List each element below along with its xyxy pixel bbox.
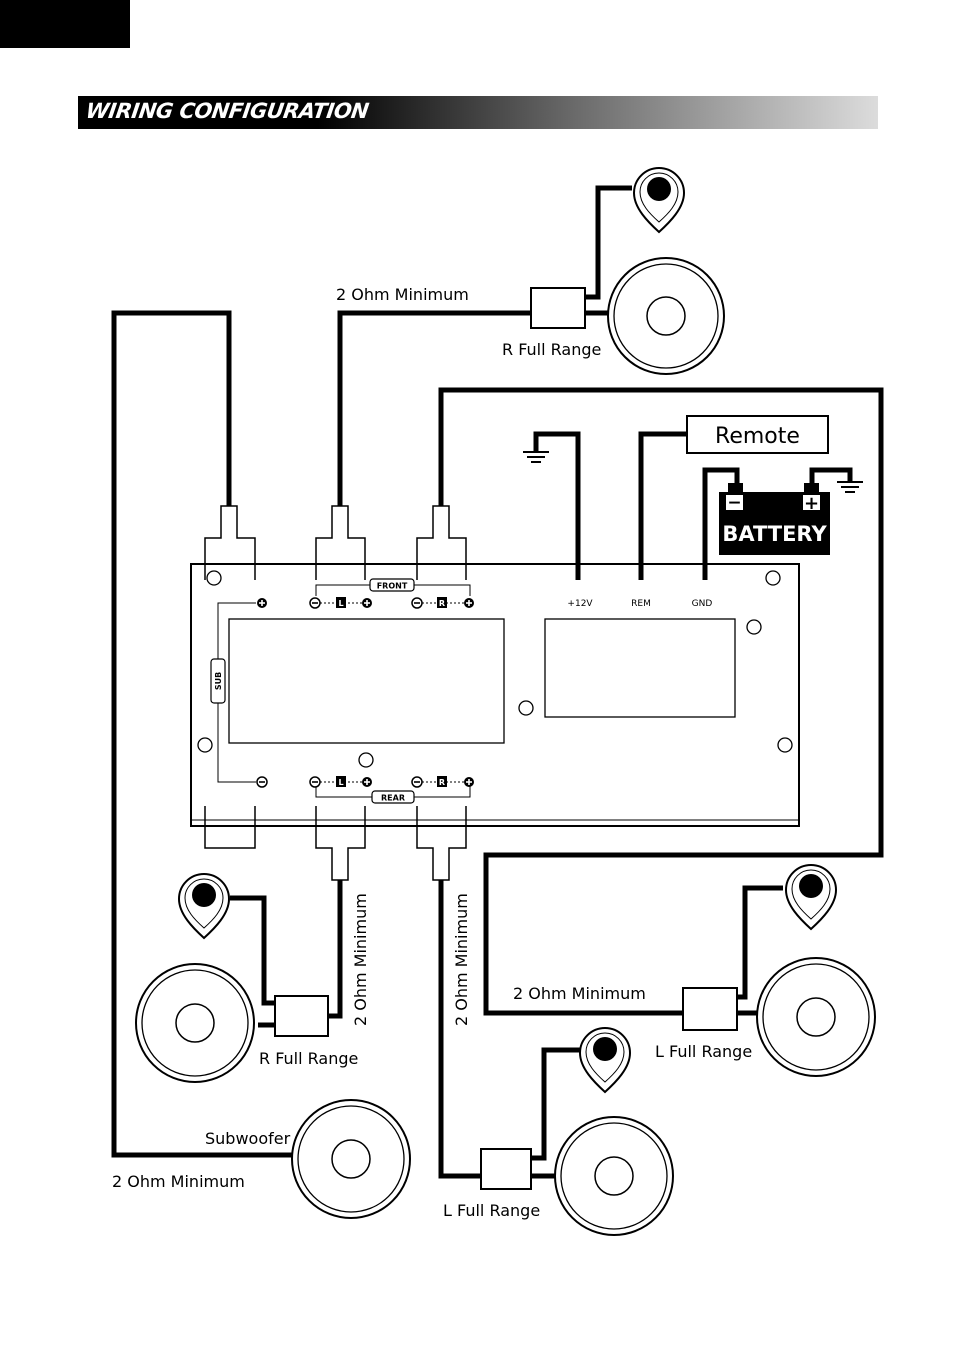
front-left-speaker-label: L Full Range [655, 1042, 752, 1061]
ground-icon [837, 482, 863, 492]
mount-hole [778, 738, 792, 752]
mount-hole [198, 738, 212, 752]
terminal-gnd-label: GND [692, 599, 713, 609]
terminal-plus-icon [464, 598, 474, 608]
terminal-minus-icon [257, 777, 267, 787]
front-right-tag: R [439, 599, 445, 608]
battery-positive: + [804, 493, 819, 514]
subwoofer-label: Subwoofer [205, 1129, 291, 1148]
terminal-plus-icon [464, 777, 474, 787]
rear-left-tag: L [338, 778, 343, 787]
rear-right-tag: R [439, 778, 445, 787]
subwoofer-ohm-label: 2 Ohm Minimum [112, 1172, 245, 1191]
terminal-minus-icon [310, 777, 320, 787]
woofer-icon [555, 1117, 673, 1235]
battery-label: BATTERY [722, 522, 827, 546]
rear-right-ohm-label: 2 Ohm Minimum [351, 893, 370, 1026]
amp-panel-right [545, 619, 735, 717]
terminal-12v-label: +12V [567, 599, 593, 609]
terminal-plus-icon [257, 598, 267, 608]
ground-icon [523, 452, 549, 462]
mount-hole [207, 571, 221, 585]
woofer-icon [757, 958, 875, 1076]
front-left-ohm-label: 2 Ohm Minimum [513, 984, 646, 1003]
rear-group-label: REAR [381, 794, 405, 803]
front-group-label: FRONT [377, 582, 408, 591]
battery-negative: − [727, 493, 741, 513]
amp-panel-left [229, 619, 504, 743]
rear-right-speaker-label: R Full Range [259, 1049, 358, 1068]
terminal-plus-icon [362, 777, 372, 787]
tweeter-icon [179, 874, 229, 938]
mount-hole [747, 620, 761, 634]
terminal-plus-icon [362, 598, 372, 608]
tweeter-icon [634, 168, 684, 232]
rear-left-speaker-label: L Full Range [443, 1201, 540, 1220]
woofer-icon [608, 258, 724, 374]
terminal-minus-icon [412, 598, 422, 608]
terminal-rem-label: REM [631, 599, 651, 609]
battery-icon: − + BATTERY [719, 483, 830, 555]
mount-hole [519, 701, 533, 715]
woofer-icon [136, 964, 254, 1082]
remote-label: Remote [715, 424, 800, 449]
front-left-tag: L [338, 599, 343, 608]
mount-hole [766, 571, 780, 585]
amplifier: FRONT L R REAR L R SUB +12V REM GND [191, 564, 799, 826]
remote-box: Remote [687, 416, 828, 453]
front-right-ohm-label: 2 Ohm Minimum [336, 285, 469, 304]
subwoofer-icon [292, 1100, 410, 1218]
front-right-speaker-label: R Full Range [502, 340, 601, 359]
terminal-minus-icon [310, 598, 320, 608]
rear-left-ohm-label: 2 Ohm Minimum [452, 893, 471, 1026]
terminal-minus-icon [412, 777, 422, 787]
mount-hole [359, 753, 373, 767]
sub-group-label: SUB [214, 672, 223, 690]
tweeter-icon [786, 865, 836, 929]
tweeter-icon [580, 1028, 630, 1092]
